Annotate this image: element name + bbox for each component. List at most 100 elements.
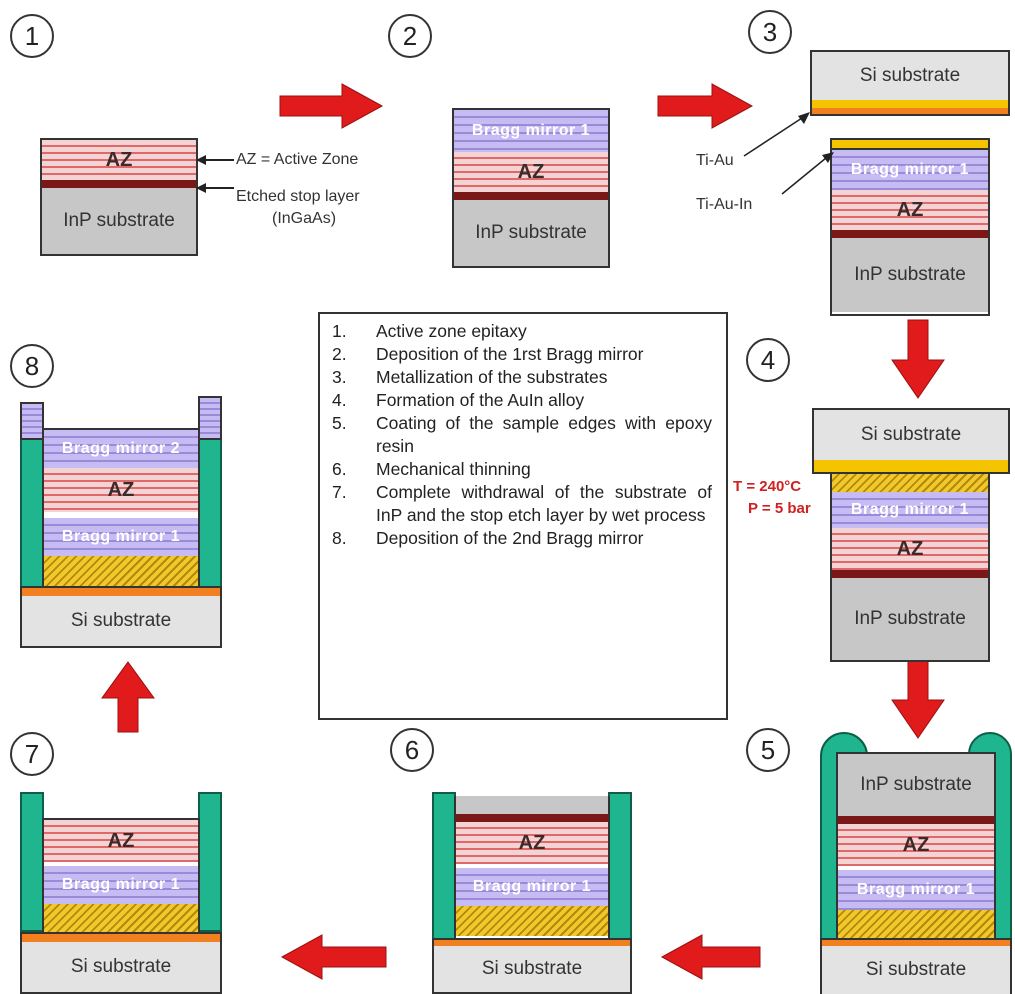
pointer-arrow-ti-au-in [781,152,834,195]
epoxy-coating-right [198,438,222,588]
legend-text: Formation of the AuIn alloy [376,390,585,410]
step-7-si-stack: Si substrate [20,932,222,994]
step-6-stack: AZ Bragg mirror 1 [454,796,610,940]
spacer-layer [44,862,198,866]
legend-item: 1. Active zone epitaxy [332,320,712,343]
arrow-left-1 [660,934,761,980]
arrow-left-2 [280,934,387,980]
active-zone-layer: AZ [838,824,994,866]
step-7-number: 7 [10,732,54,776]
legend-item: 6. Mechanical thinning [332,458,712,481]
pointer-arrow-az [196,155,234,165]
step-4-si-stack: Si substrate [812,408,1010,474]
si-substrate-layer: Si substrate [22,942,220,992]
etch-stop-layer [832,230,988,238]
bragg-mirror-1-layer: Bragg mirror 1 [832,150,988,190]
legend-text: Deposition of the 1rst Bragg mirror [376,344,644,364]
auin-alloy-layer [456,906,608,936]
step-1-stack: AZ InP substrate [40,138,198,256]
bragg-mirror-1-layer: Bragg mirror 1 [838,870,994,910]
metal-contact-layer [812,108,1008,114]
arrow-right-1 [279,83,384,129]
bragg-mirror-1-layer: Bragg mirror 1 [44,866,198,904]
auin-alloy-layer [832,474,988,492]
pointer-arrow-etch [196,183,234,193]
bragg-mirror-1-layer: Bragg mirror 1 [454,110,608,152]
metal-contact-layer [434,940,630,946]
step-8-si-stack: Si substrate [20,586,222,648]
step-4-inp-stack: Bragg mirror 1 AZ InP substrate [830,472,990,662]
epoxy-coating-left [432,792,456,950]
inp-substrate-layer: InP substrate [454,200,608,266]
active-zone-layer: AZ [832,528,988,570]
active-zone-layer: AZ [44,820,198,862]
step-5-si-stack: Si substrate [820,938,1012,994]
bragg-mirror-2-layer: Bragg mirror 2 [44,430,198,468]
legend-text: Deposition of the 2nd Bragg mirror [376,528,644,548]
step-5-stack: InP substrate AZ Bragg mirror 1 [836,752,996,940]
inp-substrate-thinned-layer [456,796,608,814]
legend-number: 1. [332,321,347,341]
metal-contact-layer [22,588,220,596]
etch-stop-layer [454,192,608,200]
spacer-layer [456,864,608,868]
step-3-inp-stack: Bragg mirror 1 AZ InP substrate [830,138,990,316]
arrow-down-1 [891,319,945,399]
epoxy-coating-left [20,438,44,588]
active-zone-layer: AZ [454,152,608,192]
step-4-number: 4 [746,338,790,382]
inp-substrate-layer: InP substrate [838,754,994,816]
ti-au-in-layer [832,140,988,150]
etched-stop-label: Etched stop layer [236,188,360,205]
pointer-arrow-ti-au [743,112,810,157]
auin-alloy-layer [44,556,198,588]
legend-number: 6. [332,459,347,479]
pressure-label: P = 5 bar [748,500,811,517]
ti-au-label: Ti-Au [696,152,734,169]
active-zone-layer: AZ [832,190,988,230]
legend-text: Mechanical thinning [376,459,531,479]
step-2-number: 2 [388,14,432,58]
epoxy-coating-right [198,792,222,932]
az-definition-label: AZ = Active Zone [236,151,359,168]
etch-stop-layer [838,816,994,824]
legend-item: 4. Formation of the AuIn alloy [332,389,712,412]
si-substrate-layer: Si substrate [22,596,220,646]
active-zone-layer: AZ [456,822,608,864]
step-2-stack: Bragg mirror 1 AZ InP substrate [452,108,610,268]
legend-number: 7. [332,482,347,502]
step-8-number: 8 [10,344,54,388]
legend-item: 5. Coating of the sample edges with epox… [332,412,712,458]
ti-au-in-label: Ti-Au-In [696,196,753,213]
metal-contact-layer [822,940,1010,946]
step-3-number: 3 [748,10,792,54]
bragg-mirror-1-layer: Bragg mirror 1 [456,868,608,906]
legend-item: 8. Deposition of the 2nd Bragg mirror [332,527,712,550]
legend-number: 3. [332,367,347,387]
inp-substrate-layer: InP substrate [42,188,196,254]
etch-stop-layer [456,814,608,822]
temperature-label: T = 240°C [733,478,802,495]
arrow-right-2 [657,83,754,129]
metal-contact-layer [22,934,220,942]
si-substrate-layer: Si substrate [814,410,1008,460]
step-3-si-stack: Si substrate [810,50,1010,116]
bragg-mirror-2-edge-left [20,402,44,440]
step-7-stack: AZ Bragg mirror 1 [42,818,200,936]
ti-au-layer [814,460,1008,472]
legend-number: 5. [332,413,347,433]
step-6-si-stack: Si substrate [432,938,632,994]
arrow-down-2 [891,659,945,739]
auin-alloy-layer [44,904,198,934]
legend-item: 3. Metallization of the substrates [332,366,712,389]
etch-stop-layer [832,570,988,578]
legend-text: Active zone epitaxy [376,321,527,341]
active-zone-layer: AZ [44,468,198,512]
legend-text: Coating of the sample edges with epoxy r… [376,413,712,456]
auin-alloy-layer [838,910,994,938]
active-zone-layer: AZ [42,140,196,180]
inp-substrate-layer: InP substrate [832,238,988,312]
si-substrate-layer: Si substrate [812,52,1008,100]
spacer-layer [44,512,198,518]
bragg-mirror-2-edge-right [198,396,222,440]
